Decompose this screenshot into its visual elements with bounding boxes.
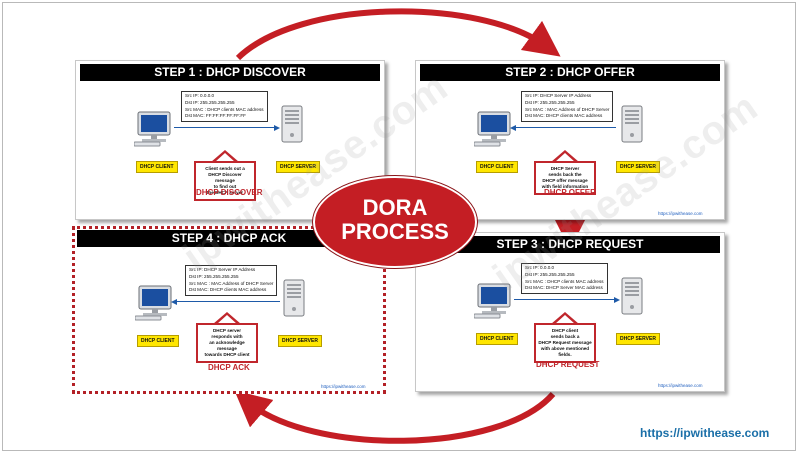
message-line [514,299,616,300]
step4-panel: STEP 4 : DHCP ACK Src IP: DHCP Server IP … [72,226,386,394]
packet-info-line: Src IP: 0.0.0.0 [525,265,555,270]
step-caption: DHCP REQUEST [536,360,600,369]
step-title: STEP 4 : DHCP ACK [77,230,381,247]
callout-line: fields. [558,352,572,357]
arrow-step1-to-step2 [235,8,561,61]
computer-icon [473,283,514,324]
step-caption: DHCP ACK [208,363,250,372]
server-icon [281,105,303,148]
arrow-left-icon [171,298,177,305]
arrow-right-icon [274,124,280,131]
packet-info-line: Dst MAC: DHCP clients MAC address [189,287,267,293]
callout-line: DHCP offer message [542,178,588,183]
callout-line: sends back the [548,172,582,177]
callout-up-arrow [551,150,579,162]
callout-line: responds with [211,334,243,339]
step-caption: DHCP OFFER [544,188,596,197]
callout-line: towards DHCP client [204,352,250,357]
message-line [174,127,276,128]
dora-label-line1: DORA [362,195,428,220]
packet-info-line: Src IP: DHCP Server IP Address [525,93,592,98]
server-icon [621,277,643,320]
panel-url[interactable]: https://ipwithease.com [658,211,703,216]
footer-url[interactable]: https://ipwithease.com [640,426,770,440]
packet-info-line: Dst MAC: DHCP Server MAC address [525,285,603,291]
packet-info-line: Dst IP: 255.255.255.255 [185,99,235,105]
callout-line: with field information [541,184,589,189]
packet-info-line: Src IP: 0.0.0.0 [185,93,215,98]
step-caption: DHCP DISCOVER [196,188,263,197]
callout-line: the DHCP server [206,190,244,195]
callout-line: DHCP client [551,328,579,333]
computer-icon [133,111,174,152]
callout-line: sends back a [550,334,580,339]
callout-line: Client sends out a [205,166,245,171]
packet-info-line: Src MAC : DHCP clients MAC address [185,106,264,112]
step2-panel: STEP 2 : DHCP OFFER Src IP: DHCP Server I… [415,60,725,220]
packet-info-line: Src MAC : DHCP clients MAC address [525,278,604,284]
dora-label-line2: PROCESS [341,219,449,244]
message-line [514,127,616,128]
step-title: STEP 2 : DHCP OFFER [420,64,720,81]
server-label: DHCP SERVER [276,161,320,173]
callout-line: to find out [213,184,237,189]
message-line [175,301,280,302]
client-label: DHCP CLIENT [136,161,178,173]
callout-line: DHCP server [212,328,241,333]
client-label: DHCP CLIENT [137,335,179,347]
step-title: STEP 3 : DHCP REQUEST [420,236,720,253]
callout-line: with above mentioned [540,346,590,351]
server-icon [621,105,643,148]
server-label: DHCP SERVER [278,335,322,347]
callout-line: DHCP Discover message [208,172,242,183]
dora-process-ellipse: DORA PROCESS [313,176,477,268]
packet-info-line: Src MAC : MAC Address of DHCP Server [525,106,610,112]
server-icon [283,279,305,322]
callout-up-arrow [211,150,239,162]
callout-up-arrow [213,312,241,324]
packet-info-line: Dst IP: 255.255.255.255 [525,99,575,105]
callout-line: an acknowledge message [209,340,245,351]
computer-icon [473,111,514,152]
computer-icon [134,285,175,326]
packet-info-line: Dst IP: 255.255.255.255 [189,273,239,279]
packet-info-line: Src MAC : MAC Address of DHCP Server [189,280,274,286]
arrow-right-icon [614,296,620,303]
arrow-step3-to-step4 [234,390,556,444]
server-label: DHCP SERVER [616,161,660,173]
client-label: DHCP CLIENT [476,161,518,173]
panel-url[interactable]: https://ipwithease.com [658,383,703,388]
arrow-left-icon [510,124,516,131]
packet-info-line: Dst MAC: FF:FF:FF:FF:FF:FF [185,113,246,119]
packet-info-line: Src IP: DHCP Server IP Address [189,267,256,272]
callout-line: DHCP Server [550,166,580,171]
packet-info-line: Dst MAC: DHCP clients MAC address [525,113,603,119]
step-title: STEP 1 : DHCP DISCOVER [80,64,380,81]
callout-line: DHCP Request message [538,340,592,345]
packet-info-line: Dst IP: 255.255.255.255 [525,271,575,277]
callout-up-arrow [551,312,579,324]
server-label: DHCP SERVER [616,333,660,345]
outer-frame [2,2,796,451]
panel-url[interactable]: https://ipwithease.com [321,384,366,389]
client-label: DHCP CLIENT [476,333,518,345]
